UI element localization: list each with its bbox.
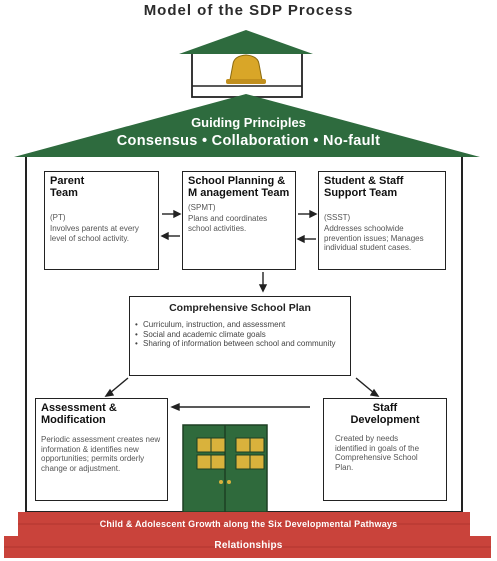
spmt-description: Plans and coordinates school activities.	[188, 214, 268, 233]
ssst-heading: Student & Staff Support Team	[324, 175, 404, 199]
guiding-principles-values: Consensus • Collaboration • No-fault	[116, 133, 381, 149]
school-plan-item: Curriculum, instruction, and assessment	[135, 320, 345, 330]
school-plan-heading: Comprehensive School Plan	[169, 302, 311, 314]
spmt-heading: School Planning & M anagement Team	[188, 175, 290, 199]
bell-icon	[192, 54, 302, 87]
diagram-title: Model of the SDP Process	[143, 2, 354, 19]
foundation-steps	[4, 512, 491, 558]
connector-arrows	[104, 209, 380, 412]
school-plan-list: Curriculum, instruction, and assessment …	[135, 320, 345, 349]
foundation-step-2: Relationships	[214, 540, 283, 551]
parent-team-description: Involves parents at every level of schoo…	[50, 224, 139, 243]
spmt-box: School Planning & M anagement Team (SPMT…	[182, 171, 296, 270]
school-plan-item: Social and academic climate goals	[135, 330, 345, 340]
staff-development-description: Created by needs identified in goals of …	[335, 434, 420, 472]
spmt-abbr: (SPMT)	[188, 203, 216, 212]
staff-development-heading: Staff Development	[350, 402, 420, 426]
ssst-abbr: (SSST)	[324, 213, 351, 222]
main-roof	[14, 94, 480, 157]
assessment-box: Assessment & Modification Periodic asses…	[35, 398, 168, 501]
ssst-description: Addresses schoolwide prevention issues; …	[324, 224, 424, 252]
parent-team-abbr: (PT)	[50, 213, 66, 222]
assessment-description: Periodic assessment creates new informat…	[41, 435, 161, 473]
parent-team-box: Parent Team (PT) Involves parents at eve…	[44, 171, 159, 270]
school-plan-box: Comprehensive School Plan Curriculum, in…	[129, 296, 351, 376]
parent-team-heading: Parent Team	[50, 175, 85, 199]
ssst-box: Student & Staff Support Team (SSST) Addr…	[318, 171, 446, 270]
assessment-heading: Assessment & Modification	[41, 402, 117, 426]
staff-development-box: Staff Development Created by needs ident…	[323, 398, 447, 501]
guiding-principles-heading: Guiding Principles	[191, 115, 306, 130]
door	[182, 424, 268, 513]
cupola-roof	[179, 30, 313, 54]
school-plan-item: Sharing of information between school an…	[135, 339, 345, 349]
foundation-step-1: Child & Adolescent Growth along the Six …	[99, 519, 398, 529]
